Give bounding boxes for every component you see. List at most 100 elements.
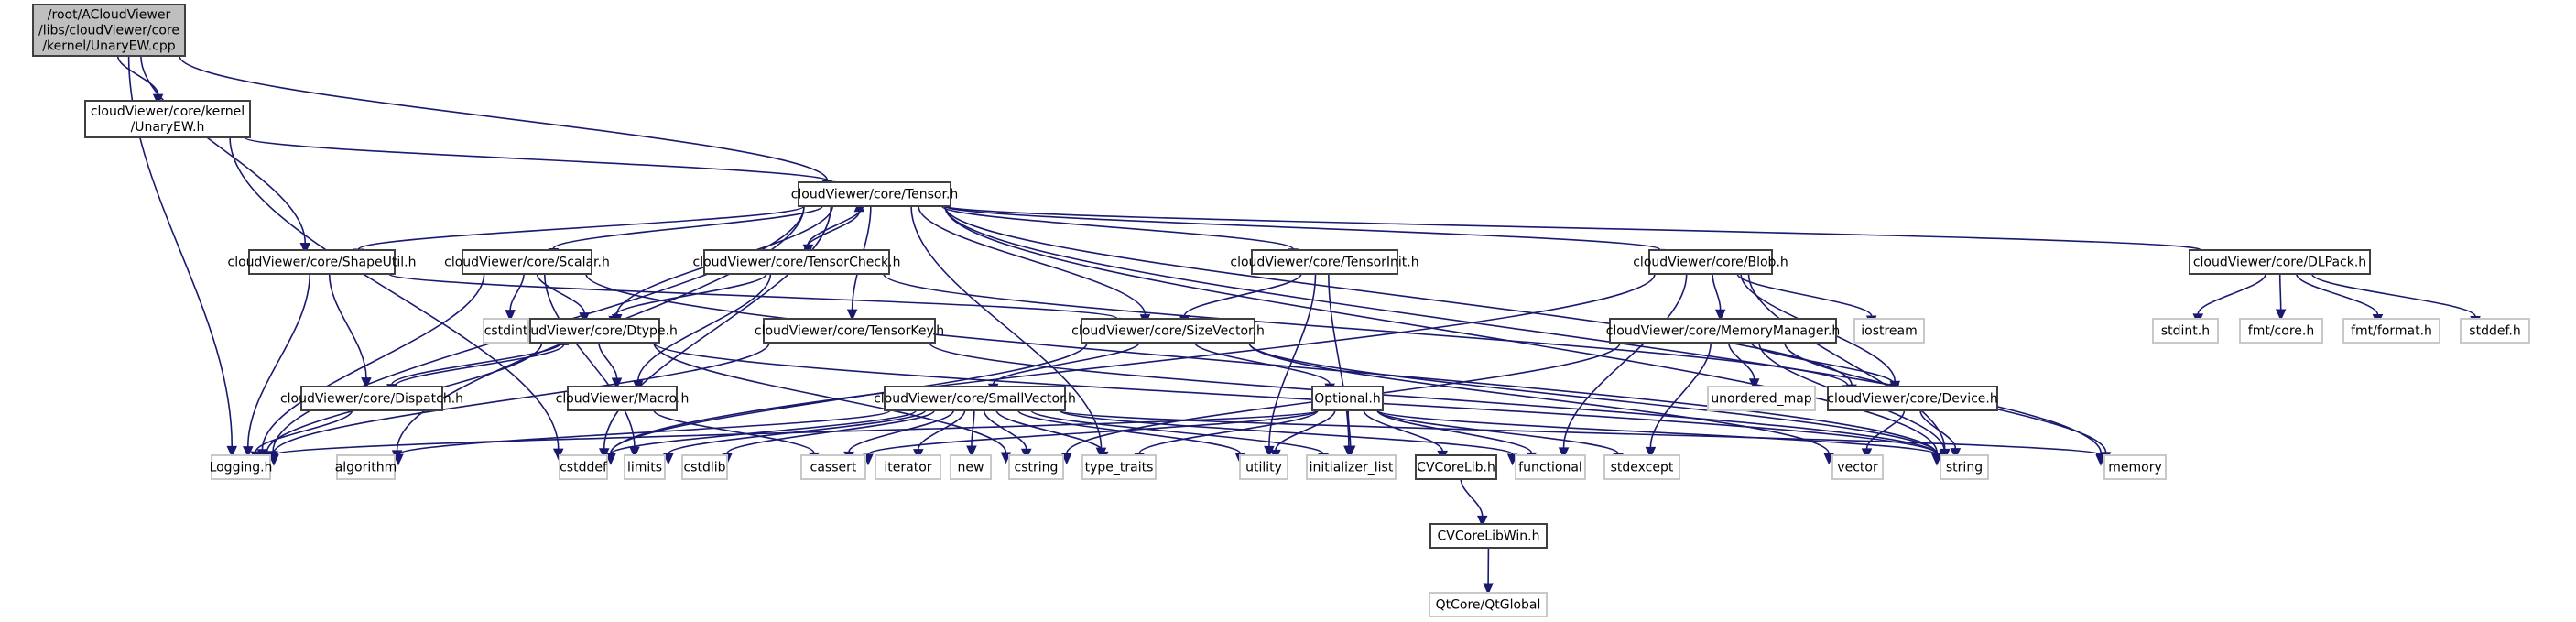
node-stdint-h: stdint.h	[2152, 318, 2219, 344]
node-tensorcheck[interactable]: cloudViewer/core/TensorCheck.h	[693, 249, 901, 275]
node-type-traits: type_traits	[1081, 454, 1157, 480]
node-root[interactable]: /root/ACloudViewer/libs/cloudViewer/core…	[32, 4, 186, 57]
edge-unaryew_h-to-tensor	[244, 136, 836, 193]
node-fmt-format: fmt/format.h	[2342, 318, 2440, 344]
node-tensorinit[interactable]: cloudViewer/core/TensorInit.h	[1230, 249, 1419, 275]
arrowhead-icon	[299, 242, 311, 255]
node-shapeutil[interactable]: cloudViewer/core/ShapeUtil.h	[228, 249, 417, 275]
edge-line	[598, 342, 618, 379]
node-box	[1081, 454, 1157, 480]
arrowhead-icon	[1061, 453, 1072, 465]
arrowhead-icon	[1645, 446, 1657, 459]
node-box	[32, 4, 186, 57]
edge-line	[983, 409, 1027, 450]
arrowhead-icon	[1714, 309, 1726, 322]
node-cstring: cstring	[1008, 454, 1064, 480]
node-label: /libs/cloudViewer/core	[38, 24, 179, 38]
edge-line	[637, 273, 772, 381]
node-label: string	[1946, 461, 1983, 475]
edge-cvcorelib-to-cvcorelibwin	[1460, 478, 1488, 528]
edge-scalar-to-cstdint	[505, 273, 525, 322]
node-label: cstring	[1015, 461, 1059, 475]
edge-line	[1194, 342, 1331, 385]
edge-line	[536, 273, 585, 313]
arrowhead-icon	[1000, 452, 1012, 464]
node-label: /UnaryEW.h	[131, 120, 205, 135]
node-box	[1081, 318, 1255, 344]
arrowhead-icon	[1344, 445, 1356, 458]
edge-line	[883, 273, 1849, 387]
edge-line	[918, 205, 1147, 315]
node-box	[2189, 249, 2371, 275]
node-box	[1707, 386, 1816, 411]
node-dispatch[interactable]: cloudViewer/core/Dispatch.h	[280, 386, 463, 411]
edge-optional-to-string	[1376, 409, 1942, 466]
node-smallvector[interactable]: cloudViewer/core/SmallVector.h	[874, 386, 1076, 411]
edge-line	[653, 409, 815, 453]
edge-line	[229, 136, 560, 450]
node-label: vector	[1837, 461, 1878, 475]
arrowhead-icon	[268, 454, 279, 466]
node-box	[800, 454, 866, 480]
node-cvcorelib[interactable]: CVCoreLib.h	[1415, 454, 1497, 480]
edge-device-to-string	[1919, 409, 1962, 460]
node-tensorkey[interactable]: cloudViewer/core/TensorKey.h	[755, 318, 944, 344]
node-box	[1429, 592, 1548, 617]
node-label: functional	[1518, 461, 1582, 475]
node-stddef-h: stddef.h	[2460, 318, 2530, 344]
node-box	[1239, 454, 1288, 480]
arrowhead-icon	[1476, 515, 1488, 528]
edge-line	[1248, 342, 1938, 454]
node-label: cloudViewer/core/MemoryManager.h	[1606, 324, 1841, 339]
node-optional[interactable]: Optional.h	[1311, 386, 1384, 411]
edge-dtype-to-cstring	[653, 342, 1012, 464]
edge-line	[603, 205, 832, 449]
node-label: cstddef	[560, 461, 608, 475]
arrowhead-icon	[1823, 453, 1834, 465]
node-unaryew-h[interactable]: cloudViewer/core/kernel/UnaryEW.h	[84, 100, 251, 138]
edge-smallvector-to-new	[966, 409, 977, 458]
node-box	[624, 454, 666, 480]
node-label: QtCore/QtGlobal	[1436, 598, 1541, 613]
edge-memorymanager-to-unordered_map	[1728, 342, 1760, 391]
node-box	[1415, 454, 1497, 480]
edge-line	[393, 344, 565, 387]
edge-line	[1712, 273, 1722, 311]
node-memorymanager[interactable]: cloudViewer/core/MemoryManager.h	[1606, 318, 1841, 344]
node-memory: memory	[2103, 454, 2167, 480]
edge-line	[1376, 409, 1533, 453]
node-label: Logging.h	[210, 461, 273, 475]
edge-dlpack-to-fmt_core	[2275, 273, 2287, 322]
node-label: cloudViewer/Macro.h	[556, 392, 690, 407]
node-box	[567, 386, 678, 411]
node-label: cstdlib	[683, 461, 725, 475]
node-label: cassert	[810, 461, 857, 475]
node-unordered-map: unordered_map	[1707, 386, 1816, 411]
node-dlpack[interactable]: cloudViewer/core/DLPack.h	[2189, 249, 2371, 275]
node-blob[interactable]: cloudViewer/core/Blob.h	[1633, 249, 1788, 275]
edge-line	[357, 205, 805, 250]
node-box	[2460, 318, 2530, 344]
node-device[interactable]: cloudViewer/core/Device.h	[1827, 386, 1998, 411]
node-cstddef: cstddef	[559, 454, 608, 480]
node-utility: utility	[1239, 454, 1288, 480]
node-cvcorelibwin[interactable]: CVCoreLibWin.h	[1429, 523, 1548, 549]
node-label: cstdint	[484, 324, 528, 339]
node-macro[interactable]: cloudViewer/Macro.h	[556, 386, 690, 411]
node-label: type_traits	[1085, 461, 1154, 475]
node-box	[798, 181, 951, 207]
node-box	[1603, 454, 1680, 480]
node-label: iostream	[1861, 324, 1918, 339]
node-tensor[interactable]: cloudViewer/core/Tensor.h	[791, 181, 959, 207]
node-sizevector[interactable]: cloudViewer/core/SizeVector.h	[1071, 318, 1265, 344]
edge-line	[1138, 409, 1319, 454]
edge-line	[1747, 273, 1946, 450]
node-dtype[interactable]: cloudViewer/core/Dtype.h	[512, 318, 678, 344]
node-label: algorithm	[335, 461, 397, 475]
arrowhead-icon	[1931, 453, 1942, 466]
node-scalar[interactable]: cloudViewer/core/Scalar.h	[444, 249, 610, 275]
edge-dtype-to-macro	[598, 342, 623, 390]
node-label: stdint.h	[2161, 324, 2210, 339]
node-logging: Logging.h	[210, 454, 273, 480]
